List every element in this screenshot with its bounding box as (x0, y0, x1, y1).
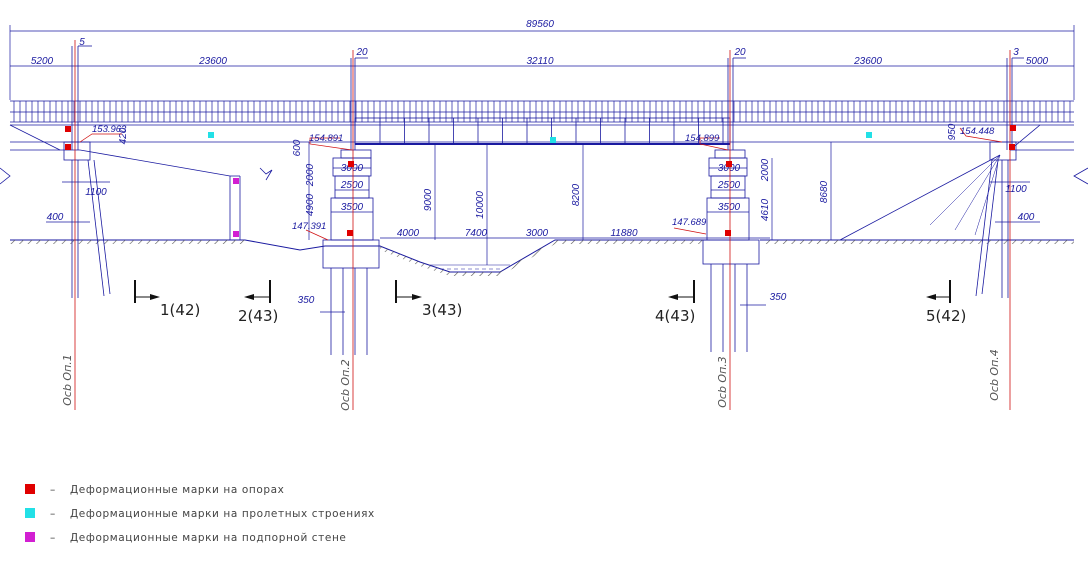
pier2-width-2500: 2500 (340, 180, 364, 191)
vdim-420: 420 (118, 127, 129, 144)
offset-label-3: 20 (733, 47, 746, 58)
span-deformation-marks (208, 132, 872, 143)
vdim-4900: 4900 (305, 193, 316, 216)
pier2-width-3500: 3500 (341, 202, 364, 213)
support-mark (725, 230, 731, 236)
pier2-width-3000: 3000 (341, 163, 364, 174)
legend-swatch-support (25, 484, 35, 494)
legend-dash-support: – (50, 484, 56, 496)
span-label-3: 32110 (526, 56, 554, 67)
pier3-width-3000: 3000 (718, 163, 741, 174)
offset-label-1: 5 (79, 37, 85, 48)
section-label-4: 4(43) (655, 307, 695, 325)
legend: – Деформационные марки на опорах – Дефор… (25, 484, 375, 544)
legend-dash-span: – (50, 508, 56, 520)
elevation-147689: 147.689 (672, 217, 707, 228)
pile-dim-350-pier2: 350 (298, 295, 315, 306)
legend-text-wall: Деформационные марки на подпорной стене (70, 532, 347, 544)
span-label-4: 23600 (853, 56, 882, 67)
pier3-width-3500: 3500 (718, 202, 741, 213)
abutment-1 (63, 141, 111, 298)
support-axis-label-2: Осb Оп.2 (339, 359, 352, 411)
support-mark (726, 161, 732, 167)
pile-dim-400-right: 400 (1018, 212, 1035, 223)
vdim-8680: 8680 (819, 180, 830, 203)
wall-deformation-marks (233, 178, 239, 237)
span-label-1: 5200 (31, 56, 54, 67)
support-mark (65, 126, 71, 132)
section-label-5: 5(42) (926, 307, 966, 325)
support-axis-label-1: Осb Оп.1 (61, 354, 74, 406)
vdim-10000: 10000 (475, 191, 486, 219)
support-mark (347, 230, 353, 236)
elevation-153963: 153.963 (92, 124, 127, 135)
legend-dash-wall: – (50, 532, 56, 544)
support-axis-label-3: Осb Оп.3 (716, 356, 729, 408)
section-marker-4 (668, 280, 695, 303)
vertical-dimension-lines (308, 142, 832, 265)
railing (10, 100, 1074, 123)
pier-3 (702, 149, 760, 352)
gdim-11880: 11880 (610, 228, 638, 239)
elevation-154899: 154.899 (685, 133, 720, 144)
pile-dim-350-pier3: 350 (770, 292, 787, 303)
span-mark (866, 132, 872, 138)
elevation-147391: 147.391 (292, 221, 326, 232)
support-mark (1010, 125, 1016, 131)
pier3-width-2500: 2500 (717, 180, 741, 191)
support-mark (348, 161, 354, 167)
legend-text-span: Деформационные марки на пролетных строен… (70, 508, 375, 520)
survey-symbol-icon (259, 167, 273, 181)
section-marker-2 (244, 280, 271, 303)
deck (0, 124, 1088, 185)
main-span-girder (354, 117, 731, 145)
wall-mark (233, 178, 239, 184)
legend-text-support: Деформационные марки на опорах (70, 484, 285, 496)
section-label-1: 1(42) (160, 301, 200, 319)
elevation-154448: 154.448 (960, 126, 995, 137)
pier-width-lines (331, 167, 749, 213)
wall-mark (233, 231, 239, 237)
retaining-wall (229, 175, 241, 240)
pile-dim-400-left: 400 (47, 212, 64, 223)
span-mark (550, 137, 556, 143)
pile-dim-1100-right: 1100 (1005, 184, 1027, 195)
vdim-2000-pier3: 2000 (760, 158, 771, 182)
section-label-2: 2(43) (238, 307, 278, 325)
support-mark (1009, 144, 1015, 150)
section-label-3: 3(43) (422, 301, 462, 319)
span-label-5: 5000 (1026, 56, 1049, 67)
legend-swatch-span (25, 508, 35, 518)
gdim-7400: 7400 (465, 228, 488, 239)
gdim-3000: 3000 (526, 228, 549, 239)
gdim-4000: 4000 (397, 228, 420, 239)
section-marker-5 (926, 280, 951, 303)
support-axis-lines (74, 40, 1011, 410)
support-mark (65, 144, 71, 150)
vdim-950: 950 (947, 123, 958, 140)
ground (10, 154, 1074, 276)
support-axis-label-4: Осb Оп.4 (988, 349, 1001, 401)
span-dimensions (10, 45, 1074, 150)
overall-length-label: 89560 (526, 19, 554, 30)
section-marker-3 (395, 280, 422, 303)
vdim-9000: 9000 (423, 188, 434, 211)
section-marker-1 (134, 280, 160, 303)
offset-label-2: 20 (355, 47, 368, 58)
elevation-leaders (79, 127, 1003, 241)
legend-swatch-wall (25, 532, 35, 542)
vdim-600: 600 (292, 139, 303, 156)
overall-dimension: 89560 (9, 19, 1075, 100)
support-deformation-marks (65, 125, 1016, 236)
span-label-2: 23600 (198, 56, 227, 67)
pile-dim-1100-left: 1100 (85, 187, 107, 198)
vdim-2000: 2000 (305, 163, 316, 187)
vdim-4610: 4610 (760, 198, 771, 221)
offset-label-4: 3 (1013, 47, 1019, 58)
vdim-8200: 8200 (571, 183, 582, 206)
span-mark (208, 132, 214, 138)
pier-2 (322, 149, 380, 355)
elevation-154891: 154.891 (309, 133, 343, 144)
